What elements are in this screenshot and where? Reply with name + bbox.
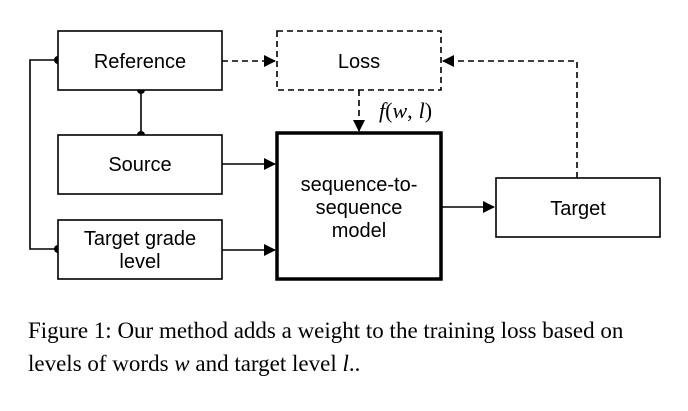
caption-middle: and target level — [189, 351, 343, 376]
caption-var-w: w — [174, 351, 190, 376]
target-grade-label-line2: level — [119, 251, 160, 273]
caption-var-l: l — [342, 351, 349, 376]
connector-lines — [29, 59, 142, 250]
seq2seq-label-line2: sequence — [316, 197, 403, 219]
source-box — [57, 134, 223, 195]
figure-caption: Figure 1: Our method adds a weight to th… — [28, 314, 668, 380]
caption-suffix: .. — [348, 351, 361, 376]
edge-label-f: f — [379, 98, 388, 123]
target-label: Target — [550, 198, 606, 220]
reference-box — [57, 30, 223, 91]
edge-label-close: ) — [425, 98, 432, 123]
loss-box — [276, 30, 442, 91]
target-grade-label-line1: Target grade — [84, 228, 196, 250]
edge-label-l: l — [419, 98, 425, 123]
edge-label-comma: , — [407, 98, 413, 123]
seq2seq-label-line1: sequence-to- — [301, 174, 418, 196]
loss-weight-label: f(w,l) — [379, 98, 432, 123]
caption-prefix: Figure 1: Our method adds a weight to th… — [28, 318, 624, 376]
source-label: Source — [108, 154, 171, 176]
loss-label: Loss — [338, 51, 380, 73]
diagram: Reference Loss Source Target grade level… — [29, 30, 661, 281]
target-grade-level-box — [57, 219, 223, 280]
reference-label: Reference — [94, 51, 186, 73]
seq2seq-model-box — [275, 131, 443, 281]
seq2seq-label-line3: model — [332, 220, 386, 242]
target-box — [495, 177, 661, 238]
edge-label-open: ( — [385, 98, 392, 123]
edge-label-w: w — [392, 98, 407, 123]
arrows — [222, 55, 578, 256]
arrow-target-to-loss — [442, 55, 578, 178]
